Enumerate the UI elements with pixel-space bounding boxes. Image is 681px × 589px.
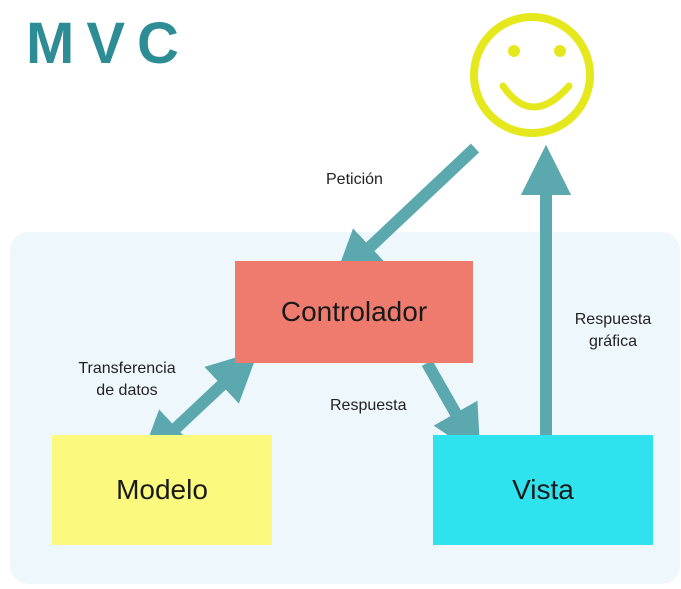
response-arrow bbox=[421, 360, 481, 457]
view-label: Vista bbox=[512, 474, 574, 505]
data-transfer-arrow bbox=[139, 350, 259, 463]
request-arrow bbox=[333, 143, 480, 282]
graphic-response-label: Respuesta gráfica bbox=[563, 309, 663, 353]
data-transfer-label-line2: de datos bbox=[96, 382, 158, 399]
graphic-response-label-line1: Respuesta bbox=[574, 311, 652, 328]
model-box: Modelo bbox=[52, 435, 272, 545]
model-label: Modelo bbox=[116, 474, 208, 505]
controller-box: Controlador bbox=[235, 261, 473, 363]
smiley-face-icon bbox=[470, 13, 594, 137]
view-box: Vista bbox=[433, 435, 653, 545]
controller-label: Controlador bbox=[280, 296, 428, 327]
data-transfer-label: Transferencia de datos bbox=[62, 358, 192, 402]
graphic-response-label-line2: gráfica bbox=[588, 333, 638, 350]
diagram-title: MVC bbox=[26, 11, 191, 76]
request-label: Petición bbox=[326, 171, 383, 188]
data-transfer-label-line1: Transferencia bbox=[78, 360, 176, 377]
response-label: Respuesta bbox=[330, 397, 407, 414]
